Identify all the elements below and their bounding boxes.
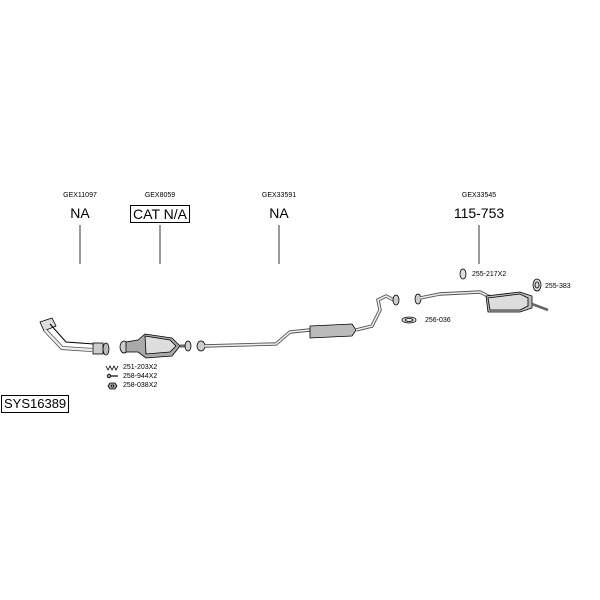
- group-status-rear-silencer: 115-753: [453, 205, 505, 221]
- group-code-middle-pipe: GEX33591: [261, 192, 297, 199]
- part-spring-label: 251-203X2: [123, 364, 158, 371]
- catalyst-part: [119, 333, 192, 359]
- downpipe-part: [39, 317, 110, 356]
- ring-hanger-part: [532, 278, 542, 292]
- part-gasket-label: 256-036: [425, 317, 451, 324]
- middle-pipe-part: [196, 294, 400, 352]
- group-code-downpipe: GEX11097: [63, 192, 97, 199]
- bolt-icon: [106, 373, 118, 379]
- group-status-middle-pipe: NA: [269, 205, 289, 221]
- rear-silencer-part: [414, 290, 549, 313]
- nut-icon: [107, 382, 118, 390]
- group-status-downpipe: NA: [70, 205, 90, 221]
- rubber-hanger-part: [459, 268, 467, 280]
- group-status-catalyst: CAT N/A: [130, 205, 190, 223]
- part-rubber-hanger-label: 255-217X2: [472, 271, 507, 278]
- group-code-catalyst: GEX8059: [144, 192, 176, 199]
- gasket-part: [401, 316, 417, 324]
- part-ring-hanger-label: 255-383: [545, 283, 571, 290]
- part-nut-label: 258-038X2: [123, 382, 158, 389]
- part-bolt-label: 258-944X2: [123, 373, 158, 380]
- system-code-label: SYS16389: [1, 395, 70, 413]
- group-code-rear-silencer: GEX33545: [461, 192, 497, 199]
- spring-icon: [105, 365, 119, 371]
